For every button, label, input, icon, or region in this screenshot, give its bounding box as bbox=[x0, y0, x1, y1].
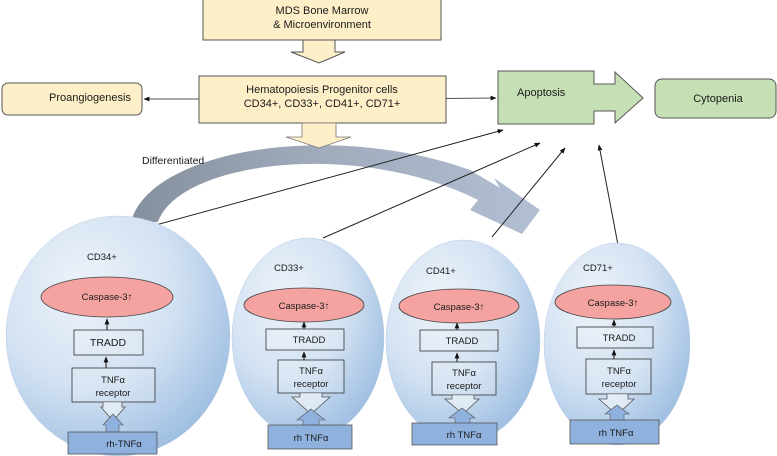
proangiogenesis-label: Proangiogenesis bbox=[49, 92, 131, 104]
cell-cd41-name: CD41+ bbox=[426, 266, 456, 277]
proangiogenesis-box: Proangiogenesis bbox=[1, 82, 143, 116]
caspase-3-label: Caspase-3↑ bbox=[82, 292, 133, 303]
apoptosis-block-arrow: Apoptosis bbox=[497, 70, 644, 125]
rh-tnf-label: rh TNFα bbox=[447, 430, 482, 441]
ligand-arrow-icon bbox=[102, 413, 124, 433]
progenitor-line1: Hematopoiesis Progenitor cells bbox=[246, 84, 398, 96]
rh-tnf-label: rh TNFα bbox=[294, 433, 329, 444]
caspase-3-label: Caspase-3↑ bbox=[279, 301, 330, 312]
tradd-box bbox=[73, 329, 144, 356]
tradd-label: TRADD bbox=[293, 335, 326, 346]
arrow-cd71-to-apoptosis bbox=[597, 144, 619, 246]
tradd-label: TRADD bbox=[603, 333, 636, 344]
tnf-receptor-box bbox=[585, 358, 652, 395]
rh-tnf-box bbox=[67, 431, 158, 455]
down-block-arrow-1 bbox=[290, 39, 346, 64]
tnf-receptor-line2: receptor bbox=[602, 379, 637, 390]
tnf-receptor-box bbox=[431, 361, 497, 396]
progenitor-box: Hematopoiesis Progenitor cells CD34+, CD… bbox=[198, 75, 447, 124]
progenitor-line2: CD34+, CD33+, CD41+, CD71+ bbox=[244, 98, 401, 110]
cell-cd33: CD33+ Caspase-3↑ TRADD TNFα receptor rh … bbox=[231, 237, 385, 450]
bone-marrow-box: MDS Bone Marrow & Microenvironment bbox=[202, 0, 442, 41]
ligand-arrow-icon bbox=[296, 408, 326, 426]
cell-cd34-name: CD34+ bbox=[87, 252, 117, 263]
tnf-receptor-box bbox=[71, 367, 156, 403]
cell-cd33-name: CD33+ bbox=[274, 263, 304, 274]
rh-tnf-box bbox=[411, 422, 498, 446]
tnf-receptor-line2: receptor bbox=[447, 381, 482, 392]
caspase-3-label: Caspase-3↑ bbox=[588, 298, 639, 309]
cell-cd71: CD71+ Caspase-3↑ TRADD TNFα receptor rh … bbox=[543, 242, 691, 446]
arrow-cd34-to-apoptosis bbox=[111, 129, 504, 238]
bone-marrow-line2: & Microenvironment bbox=[273, 19, 371, 31]
ligand-arrow-icon bbox=[604, 404, 630, 421]
tnf-receptor-line2: receptor bbox=[294, 379, 329, 390]
tradd-box bbox=[576, 326, 654, 349]
arrow-cd33-to-apoptosis bbox=[322, 142, 541, 239]
tnf-receptor-line1: TNFα bbox=[452, 368, 476, 379]
tnf-receptor-line1: TNFα bbox=[607, 366, 631, 377]
rh-tnf-label: rh-TNFα bbox=[106, 439, 142, 450]
rh-tnf-box bbox=[267, 424, 353, 450]
tnf-receptor-line1: TNFα bbox=[101, 375, 125, 386]
cytopenia-label: Cytopenia bbox=[693, 93, 743, 105]
bone-marrow-line1: MDS Bone Marrow bbox=[276, 5, 369, 17]
down-block-arrow-2 bbox=[285, 122, 352, 149]
tnf-receptor-line2: receptor bbox=[96, 388, 131, 399]
arrow-cd41-to-apoptosis bbox=[491, 147, 566, 238]
tradd-label: TRADD bbox=[90, 337, 127, 349]
cell-cd34: CD34+ Caspase-3↑ TRADD TNFα receptor rh-… bbox=[5, 215, 231, 456]
tradd-label: TRADD bbox=[446, 336, 479, 347]
cell-cd71-name: CD71+ bbox=[583, 263, 613, 274]
caspase-3-ellipse bbox=[554, 284, 672, 320]
tradd-box bbox=[265, 328, 345, 351]
rh-tnf-label: rh TNFα bbox=[599, 428, 634, 439]
arrow-progenitor-to-apoptosis bbox=[445, 95, 497, 101]
apoptosis-label: Apoptosis bbox=[517, 87, 566, 99]
cell-cd41: CD41+ Caspase-3↑ TRADD TNFα receptor rh … bbox=[385, 239, 541, 446]
caspase-3-label: Caspase-3↑ bbox=[434, 302, 485, 313]
cytopenia-box: Cytopenia bbox=[654, 78, 777, 119]
caspase-3-ellipse bbox=[40, 276, 174, 318]
tnf-receptor-line1: TNFα bbox=[299, 366, 323, 377]
tradd-box bbox=[419, 329, 499, 352]
differentiation-curved-arrow bbox=[131, 145, 540, 234]
differentiated-label: Differentiated bbox=[142, 155, 204, 167]
rh-tnf-box bbox=[569, 419, 660, 445]
